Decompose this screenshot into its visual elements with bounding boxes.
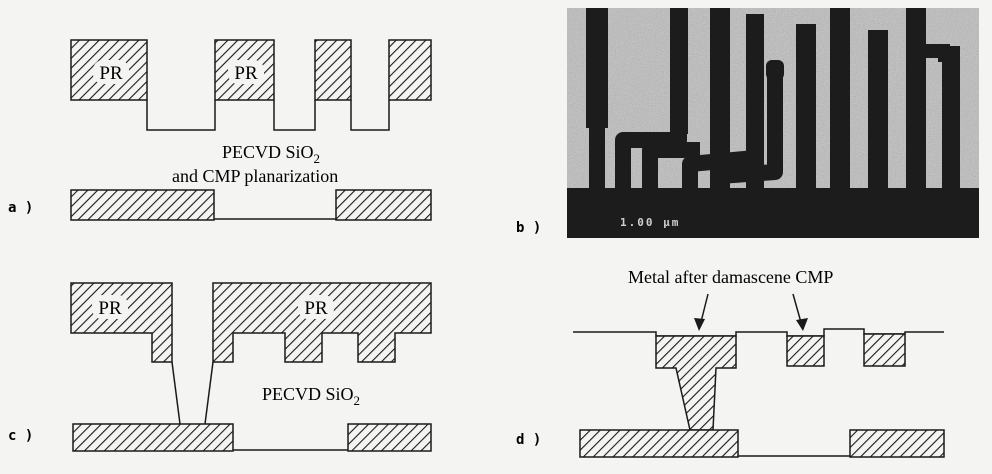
caption-c: PECVD SiO2 bbox=[262, 384, 360, 408]
pr-label-c-left: PR bbox=[98, 298, 122, 319]
caption-d: Metal after damascene CMP bbox=[628, 267, 833, 287]
trench-outline-a bbox=[146, 100, 390, 131]
arrow-d-right bbox=[796, 318, 808, 331]
pr-block-c-right bbox=[212, 282, 432, 363]
sem-scale-text: 1.00 μm bbox=[620, 216, 680, 229]
panel-tag-a: a ) bbox=[8, 200, 33, 216]
base-layer-d-right bbox=[849, 429, 945, 458]
base-layer-c-left bbox=[72, 423, 234, 452]
panel-tag-b: b ) bbox=[516, 220, 541, 236]
panel-c: PR PR PECVD SiO2 c ) bbox=[8, 282, 432, 452]
panel-tag-d: d ) bbox=[516, 432, 541, 448]
base-layer-a-left bbox=[70, 189, 215, 221]
pr-block-a3 bbox=[314, 39, 352, 101]
pr-block-a4 bbox=[388, 39, 432, 101]
base-layer-d-left bbox=[579, 429, 739, 458]
metal-line-d-1 bbox=[786, 335, 825, 367]
panel-tag-c: c ) bbox=[8, 428, 33, 444]
metal-line-d-2 bbox=[863, 333, 906, 367]
base-layer-c-right bbox=[347, 423, 432, 452]
panel-d: Metal after damascene CMP d ) bbox=[516, 267, 945, 458]
pr-label-c-right: PR bbox=[304, 298, 328, 319]
panel-a: PR PR PECVD SiO2 and CMP planarization a… bbox=[8, 39, 432, 221]
pr-label-a-right: PR bbox=[234, 63, 258, 84]
pr-label-a-left: PR bbox=[99, 63, 123, 84]
base-layer-a-right bbox=[335, 189, 432, 221]
caption-a-line2: and CMP planarization bbox=[172, 166, 338, 186]
metal-via-d bbox=[655, 335, 737, 431]
panel-b-sem-image: 1.00 μm bbox=[567, 8, 979, 238]
arrow-d-left bbox=[694, 318, 705, 331]
caption-a-line1: PECVD SiO2 bbox=[222, 142, 320, 166]
pr-block-c-left bbox=[70, 282, 173, 363]
